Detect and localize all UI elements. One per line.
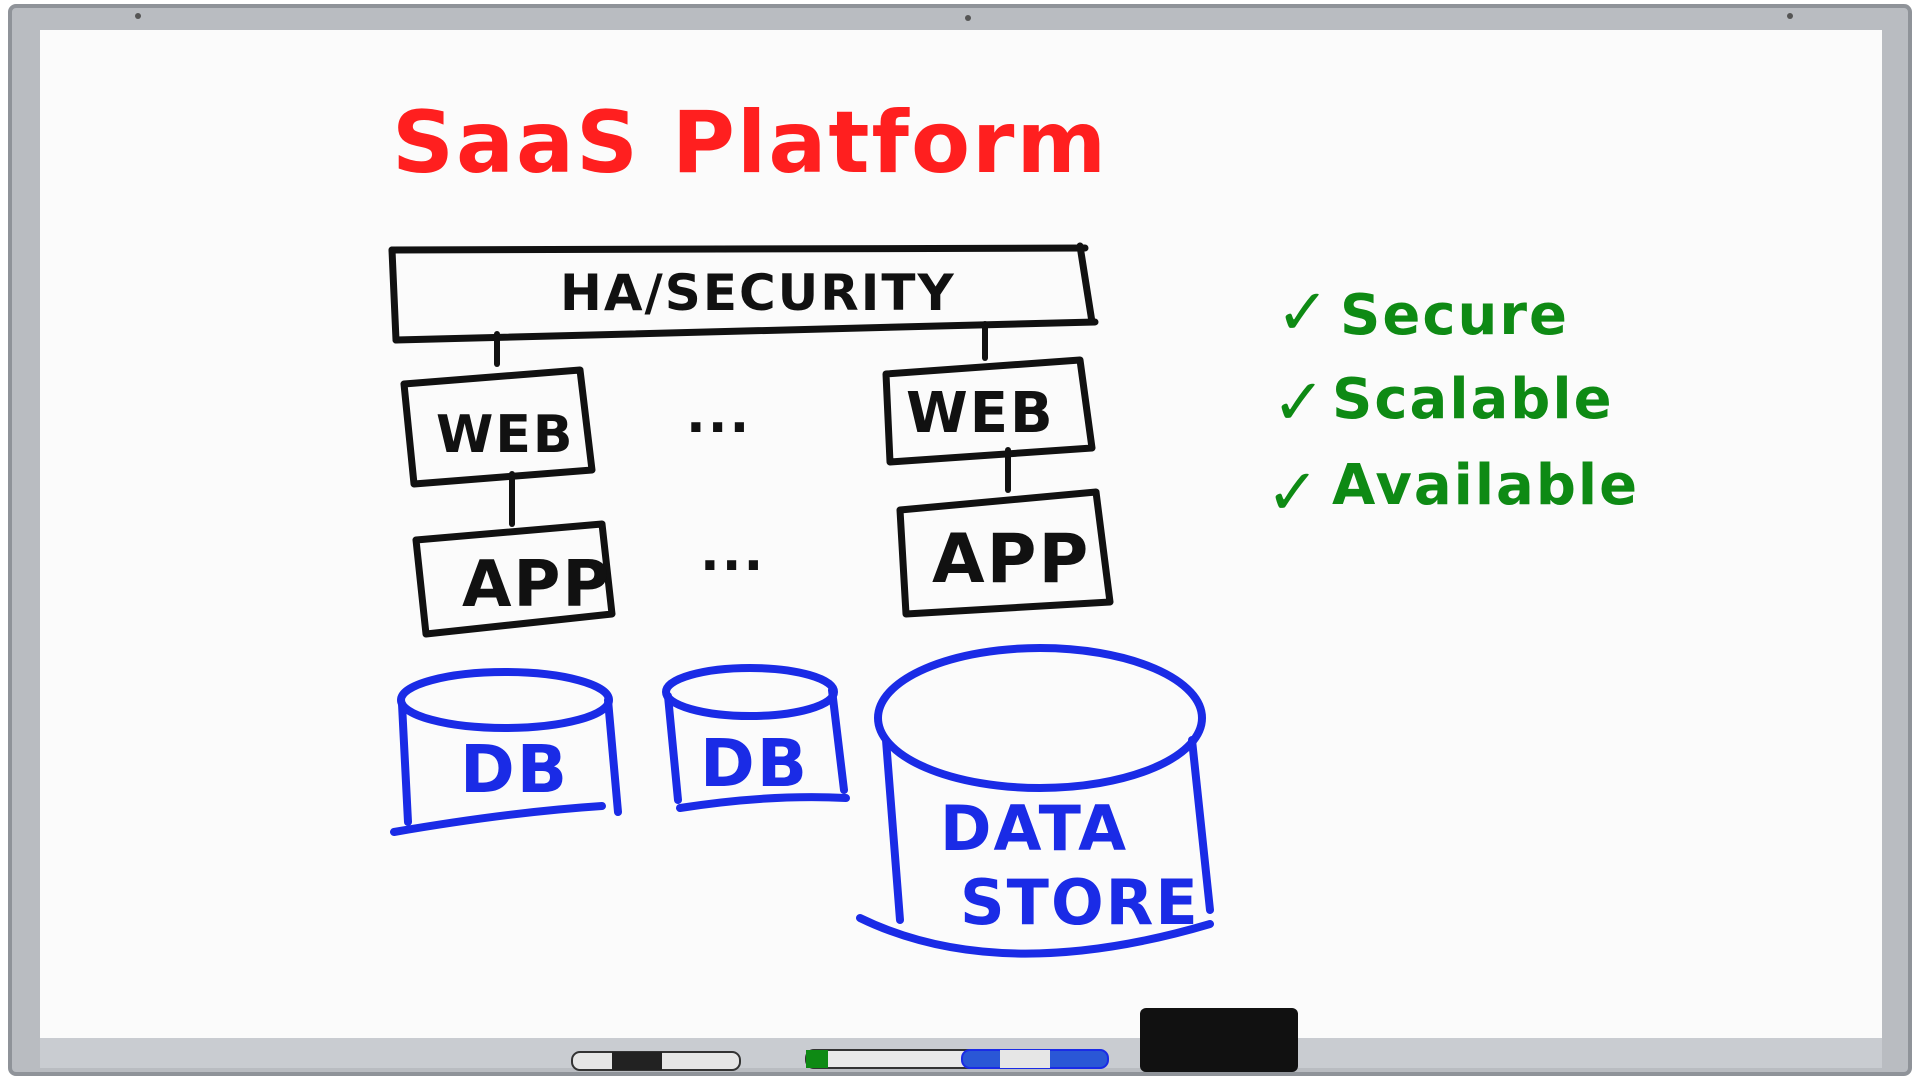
checklist-item-secure: Secure bbox=[1340, 283, 1569, 348]
app-server-left-label: APP bbox=[462, 548, 611, 622]
database-middle bbox=[662, 664, 850, 812]
frame-screw bbox=[965, 15, 971, 21]
app-tier-ellipsis: ... bbox=[700, 523, 765, 583]
security-bar-label: HA/SECURITY bbox=[560, 264, 956, 322]
marker-black[interactable] bbox=[571, 1051, 741, 1071]
checklist: ✓ Secure ✓ Scalable ✓ Available bbox=[1266, 276, 1639, 530]
web-server-left bbox=[400, 366, 596, 488]
frame-screw bbox=[1787, 13, 1793, 19]
checklist-item-available: Available bbox=[1332, 453, 1639, 518]
web-server-right bbox=[882, 356, 1096, 466]
marker-green[interactable] bbox=[805, 1049, 1007, 1069]
data-store-label-line2: STORE bbox=[960, 866, 1200, 939]
web-tier-ellipsis: ... bbox=[686, 385, 751, 445]
web-server-right-label: WEB bbox=[906, 381, 1055, 446]
app-server-right bbox=[896, 488, 1114, 618]
frame-screw bbox=[135, 13, 141, 19]
checklist-item-scalable: Scalable bbox=[1332, 367, 1614, 432]
diagram-title: SaaS Platform bbox=[392, 93, 1108, 193]
eraser[interactable] bbox=[1140, 1008, 1298, 1072]
database-left bbox=[390, 668, 622, 836]
data-store-label-line1: DATA bbox=[940, 792, 1128, 865]
web-server-left-label: WEB bbox=[436, 405, 575, 465]
marker-blue[interactable] bbox=[961, 1049, 1109, 1069]
app-server-left bbox=[412, 520, 616, 638]
check-icon: ✓ bbox=[1272, 366, 1328, 440]
database-middle-label: DB bbox=[700, 725, 809, 802]
security-bar bbox=[388, 242, 1099, 344]
board-surface bbox=[40, 30, 1882, 1038]
check-icon: ✓ bbox=[1266, 456, 1322, 530]
data-store bbox=[856, 644, 1214, 958]
database-left-label: DB bbox=[460, 731, 569, 808]
check-icon: ✓ bbox=[1276, 276, 1332, 350]
app-server-right-label: APP bbox=[932, 520, 1090, 599]
